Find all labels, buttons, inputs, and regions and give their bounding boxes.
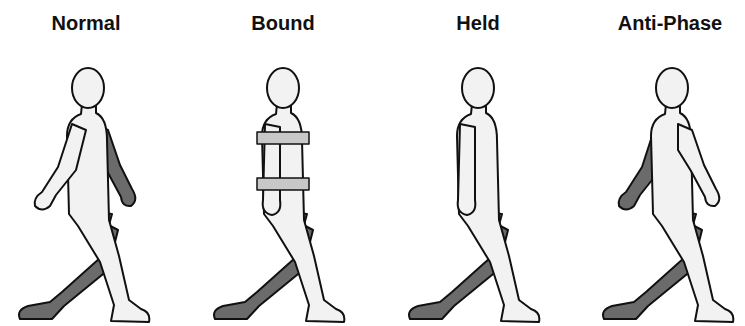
condition-label: Bound bbox=[203, 12, 363, 35]
condition-label: Anti-Phase bbox=[590, 12, 745, 35]
condition-label: Normal bbox=[6, 12, 166, 35]
walker-bound bbox=[214, 68, 344, 322]
condition-label: Held bbox=[398, 12, 558, 35]
walker-held bbox=[409, 68, 539, 322]
walker-normal bbox=[19, 68, 149, 322]
walker-antiphase bbox=[603, 68, 733, 322]
